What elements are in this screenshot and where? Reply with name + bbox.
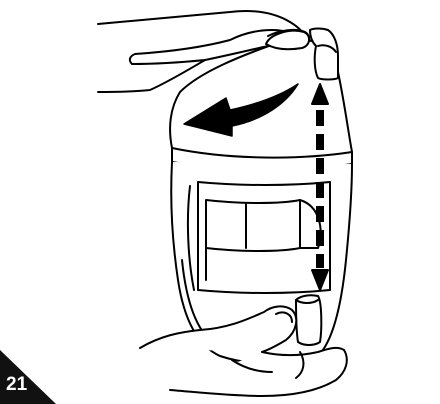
step-number: 21	[6, 374, 27, 396]
